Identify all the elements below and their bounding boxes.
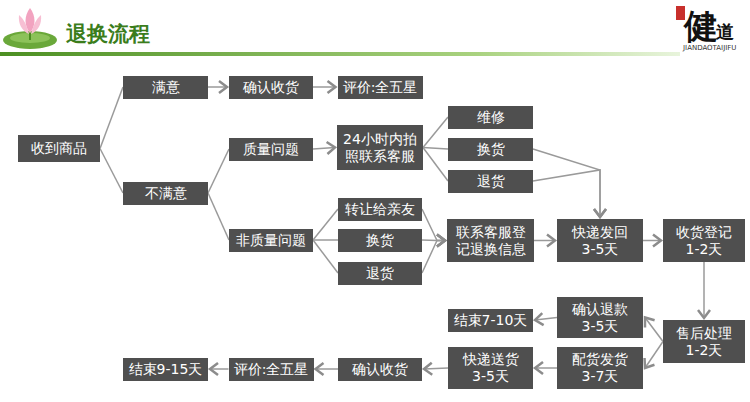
process-box: 非质量问题 <box>229 229 313 252</box>
process-box: 转让给亲友 <box>338 198 422 221</box>
page-title: 退换流程 <box>66 20 150 48</box>
box-label: 配货发货 <box>572 351 628 368</box>
process-box: 结束7-10天 <box>448 309 533 332</box>
flow-connector <box>423 117 448 148</box>
box-label: 结束9-15天 <box>129 361 203 378</box>
process-box: 联系客服登 记退换信息 <box>447 219 534 262</box>
box-label: 收货登记 <box>676 224 732 241</box>
box-label: 3-5天 <box>582 241 619 258</box>
flow-connector <box>535 318 557 321</box>
flow-connector <box>533 149 600 217</box>
flow-connector <box>208 149 229 193</box>
flow-connector <box>208 193 229 240</box>
flow-connector <box>643 240 661 242</box>
logo-text: 道 <box>716 20 734 44</box>
flow-connector <box>535 367 557 369</box>
box-label: 质量问题 <box>243 141 299 158</box>
box-label: 3-7天 <box>582 368 619 385</box>
box-label: 确认收货 <box>352 361 408 378</box>
flow-connector <box>313 148 335 150</box>
seal-mark <box>676 6 685 20</box>
box-label: 快递发回 <box>572 224 628 241</box>
process-box: 退货 <box>448 170 533 193</box>
flow-connector <box>210 368 229 370</box>
process-box: 配货发货3-7天 <box>557 347 643 389</box>
logo-text: JIANDAOTAIJIFU <box>683 44 736 52</box>
process-box: 换货 <box>338 229 422 252</box>
box-label: 确认退款 <box>572 301 628 318</box>
flow-connector <box>208 86 227 88</box>
flow-connector <box>100 87 123 149</box>
box-label: 维修 <box>477 109 505 126</box>
box-label: 退货 <box>477 173 505 190</box>
process-box: 快递发回3-5天 <box>557 219 643 262</box>
flow-connector <box>645 342 663 369</box>
box-label: 退货 <box>366 265 394 282</box>
process-box: 确认收货 <box>338 358 422 381</box>
box-label: 满意 <box>152 79 180 96</box>
process-box: 评价:全五星 <box>338 76 423 99</box>
box-label: 1-2天 <box>686 342 723 359</box>
box-label: 非质量问题 <box>236 232 306 249</box>
process-box: 确认收货 <box>229 76 313 99</box>
process-box: 质量问题 <box>229 138 313 161</box>
header-bar <box>0 52 680 56</box>
flow-connector <box>703 262 705 318</box>
box-label: 3-5天 <box>472 368 509 385</box>
lotus-icon <box>3 8 57 49</box>
process-box: 快递送货3-5天 <box>448 347 533 389</box>
process-box: 收货登记1-2天 <box>663 219 745 262</box>
flow-connector <box>534 240 555 242</box>
flow-connector <box>422 241 445 274</box>
process-box: 不满意 <box>123 182 208 205</box>
process-box: 换货 <box>448 138 533 161</box>
box-label: 不满意 <box>145 185 187 202</box>
box-label: 评价:全五星 <box>343 79 418 96</box>
box-label: 转让给亲友 <box>345 201 415 218</box>
process-box: 退货 <box>338 262 422 285</box>
box-label: 快递送货 <box>463 351 519 368</box>
flow-connector <box>316 368 339 370</box>
flow-connector <box>313 239 338 241</box>
box-label: 24小时内拍 照联系客服 <box>342 131 418 165</box>
box-label: 确认收货 <box>243 79 299 96</box>
box-label: 售后处理 <box>676 325 732 342</box>
process-box: 收到商品 <box>18 135 100 162</box>
box-label: 1-2天 <box>686 241 723 258</box>
flow-connector <box>313 240 338 273</box>
box-label: 结束7-10天 <box>454 312 528 329</box>
process-box: 结束9-15天 <box>123 358 208 381</box>
process-box: 确认退款3-5天 <box>557 297 643 338</box>
process-box: 24小时内拍 照联系客服 <box>337 125 423 170</box>
flow-connector <box>422 209 445 241</box>
flow-connector <box>424 368 448 369</box>
box-label: 换货 <box>366 232 394 249</box>
flow-connector <box>645 318 663 342</box>
flow-connector <box>313 209 338 240</box>
logo-text: 健 <box>684 4 718 50</box>
process-box: 评价:全五星 <box>229 358 314 381</box>
flow-connector <box>100 149 123 194</box>
box-label: 换货 <box>477 141 505 158</box>
flow-connector <box>313 86 336 88</box>
flow-connector <box>533 170 600 217</box>
box-label: 3-5天 <box>582 318 619 335</box>
box-label: 评价:全五星 <box>234 361 309 378</box>
box-label: 收到商品 <box>31 140 87 157</box>
flow-connector <box>423 148 448 182</box>
flow-connector <box>423 148 448 150</box>
box-label: 联系客服登 记退换信息 <box>452 224 529 258</box>
process-box: 维修 <box>448 106 533 129</box>
process-box: 售后处理1-2天 <box>663 320 745 363</box>
process-box: 满意 <box>123 76 208 99</box>
